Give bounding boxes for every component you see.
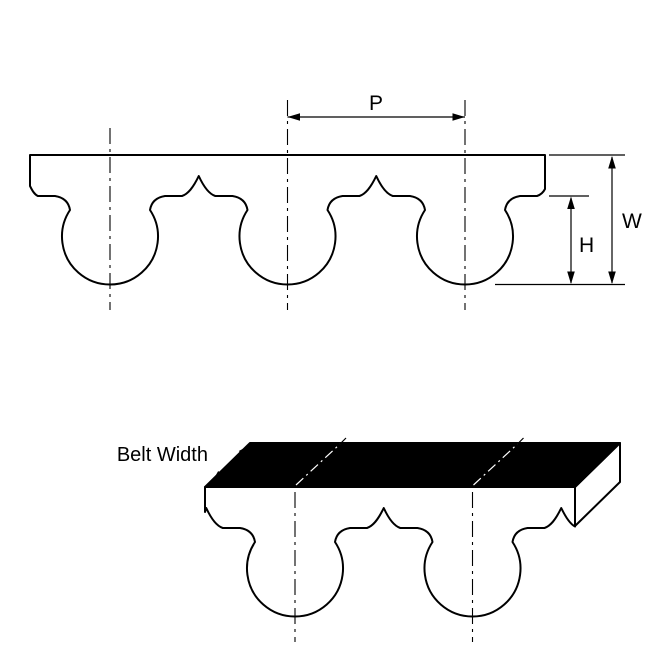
height-label: H	[579, 234, 594, 257]
arrowhead-down-icon	[608, 271, 616, 284]
belt-3d-view: Belt Width	[117, 437, 621, 642]
pitch-dimension: P	[287, 92, 465, 121]
height-dimension: H	[549, 195, 594, 284]
belt-width-annotation: Belt Width	[117, 444, 250, 482]
pitch-label: P	[369, 92, 383, 115]
belt-back-surface	[204, 442, 621, 488]
arrowhead-down-icon	[567, 271, 575, 284]
belt-width-label: Belt Width	[117, 444, 208, 466]
width-dimension: W	[495, 154, 642, 286]
arrowhead-left-icon	[287, 113, 300, 121]
arrowhead-up-right-icon	[238, 445, 250, 456]
arrowhead-down-left-icon	[212, 471, 224, 482]
belt-cross-section-view: P W H	[29, 92, 642, 310]
arrowhead-right-icon	[452, 113, 465, 121]
belt-width-arrow-line	[220, 453, 242, 474]
width-label: W	[622, 210, 642, 233]
belt-front-profile-shape	[204, 486, 576, 618]
top-face-centerline-stub	[339, 437, 347, 445]
arrowhead-up-icon	[608, 156, 616, 169]
top-face-centerline-stub	[517, 437, 524, 445]
arrowhead-up-icon	[567, 196, 575, 209]
